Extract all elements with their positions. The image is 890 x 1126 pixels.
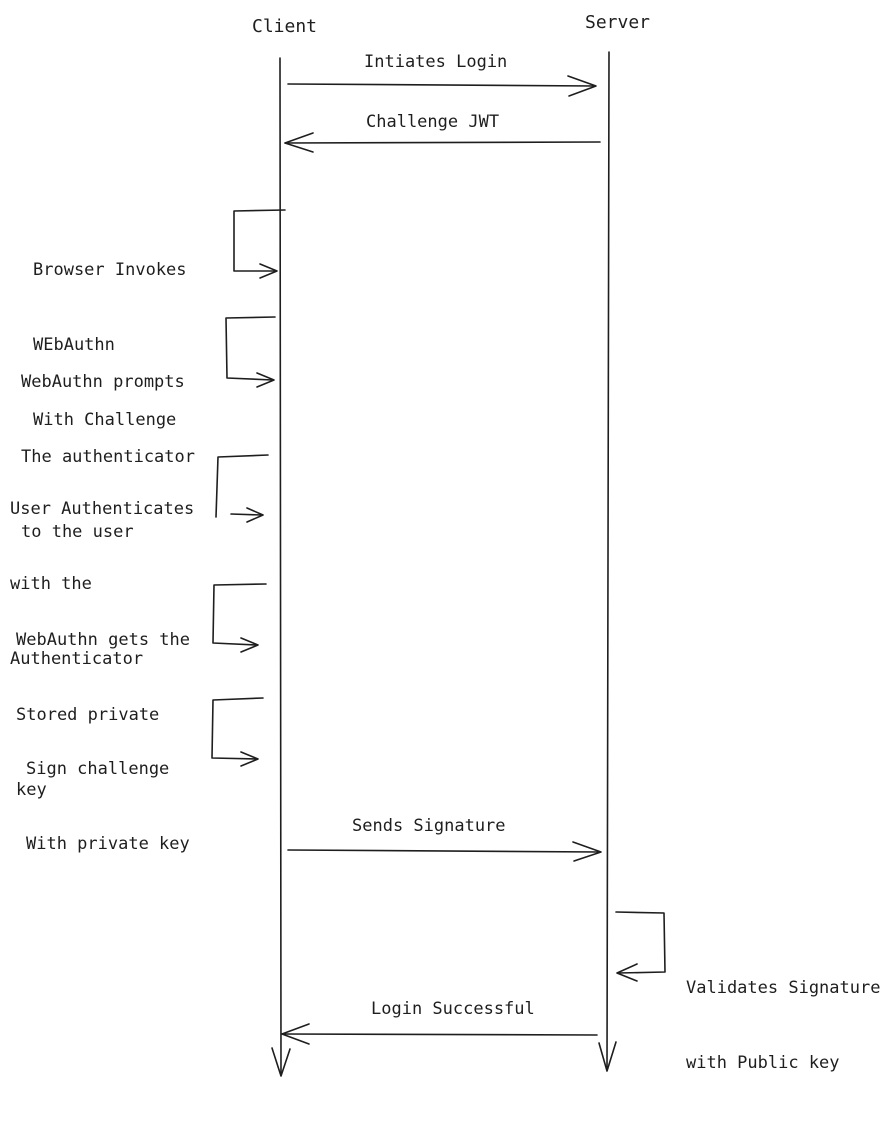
self-loop-webauthn-prompts-head xyxy=(256,372,275,388)
self-loop-sign-challenge-head xyxy=(240,751,259,767)
message-label-login-successful: Login Successful xyxy=(371,999,535,1019)
msg-arrow-initiates-login xyxy=(287,83,596,87)
self-loop-user-authenticates-head xyxy=(246,507,264,523)
sequence-diagram: Client Server Intiates Login Challenge J… xyxy=(10,12,880,1077)
participant-server: Server xyxy=(585,12,651,33)
message-label-challenge-jwt: Challenge JWT xyxy=(366,112,500,132)
msg-arrowhead-initiates-login xyxy=(567,75,597,97)
note-line: The authenticator xyxy=(21,447,195,467)
note-browser-invokes: Browser Invokes WEbAuthn With Challenge xyxy=(33,208,187,483)
note-line: User Authenticates xyxy=(10,499,195,519)
self-loop-validates-signature xyxy=(615,911,666,974)
note-line: to the user xyxy=(21,522,134,542)
note-line: Authenticator xyxy=(10,649,144,669)
note-user-authenticates: User Authenticates with the Authenticato… xyxy=(10,447,194,722)
message-label-initiates-login: Intiates Login xyxy=(364,52,508,72)
self-loop-browser-invokes xyxy=(233,209,286,272)
server-lifeline-arrowhead xyxy=(598,1041,617,1072)
self-loop-user-authenticates xyxy=(215,454,269,518)
note-webauthn-prompts: WebAuthn prompts The authenticator to th… xyxy=(21,320,195,595)
note-line: WebAuthn prompts xyxy=(21,372,185,392)
self-loop-gets-private-key xyxy=(212,583,267,646)
msg-arrowhead-login-successful xyxy=(281,1023,310,1045)
message-label-sends-signature: Sends Signature xyxy=(352,816,506,836)
msg-arrow-sends-signature xyxy=(287,849,601,853)
client-lifeline-arrowhead xyxy=(271,1047,291,1077)
note-validates-signature: Validates Signature with Public key xyxy=(686,926,880,1126)
client-lifeline xyxy=(279,57,282,1076)
note-line: WEbAuthn xyxy=(33,335,115,355)
note-gets-private-key: WebAuthn gets the Stored private key xyxy=(16,578,190,853)
self-loop-user-authenticates-tail xyxy=(230,513,263,516)
msg-arrowhead-challenge-jwt xyxy=(284,132,314,153)
note-line: Stored private xyxy=(16,705,160,725)
self-loop-browser-invokes-head xyxy=(259,263,278,279)
note-line: Validates Signature xyxy=(686,978,881,998)
self-loop-validates-signature-head xyxy=(616,963,638,982)
note-line: with Public key xyxy=(686,1053,840,1073)
self-loop-sign-challenge xyxy=(211,697,264,760)
self-loop-gets-private-key-head xyxy=(240,637,259,653)
note-sign-challenge: Sign challenge With private key xyxy=(26,707,190,907)
note-line: WebAuthn gets the xyxy=(16,630,190,650)
note-line: With private key xyxy=(26,834,190,854)
note-line: key xyxy=(16,780,47,800)
note-line: with the xyxy=(10,574,92,594)
note-line: Browser Invokes xyxy=(33,260,187,280)
note-line: Sign challenge xyxy=(26,759,170,779)
participant-client: Client xyxy=(252,16,318,37)
note-line: With Challenge xyxy=(33,410,177,430)
diagram-canvas xyxy=(211,51,666,1077)
self-loop-webauthn-prompts xyxy=(225,316,276,381)
msg-arrow-challenge-jwt xyxy=(284,141,601,144)
msg-arrow-login-successful xyxy=(281,1033,598,1036)
server-lifeline xyxy=(606,51,610,1071)
msg-arrowhead-sends-signature xyxy=(572,841,602,862)
